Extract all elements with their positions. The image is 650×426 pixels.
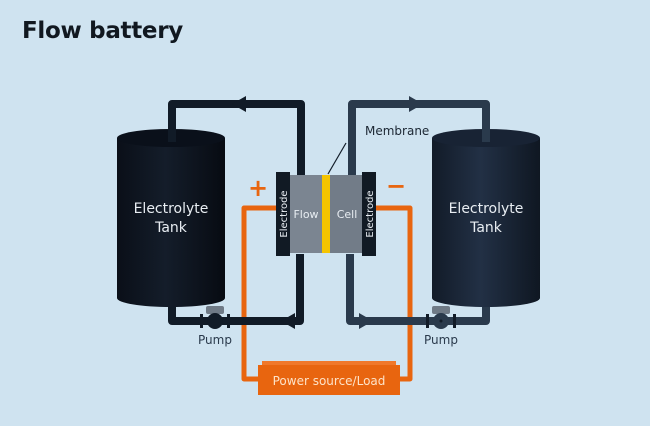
wire-negative (376, 205, 413, 382)
flow-arrow-left-bottom (281, 313, 295, 329)
tank-left-label-line2: Tank (154, 220, 188, 236)
membrane-pointer-line (327, 142, 347, 175)
membrane-label: Membrane (365, 124, 429, 138)
pipe-left-bottom (168, 254, 304, 325)
flow-arrow-right-top (409, 96, 423, 112)
flow-arrow-right-bottom (359, 313, 373, 329)
tank-right-label-line1: Electrolyte (449, 201, 524, 217)
wire-positive (241, 205, 276, 382)
pump-right-label: Pump (424, 333, 458, 347)
power-source-load: Power source/Load (258, 361, 400, 395)
electrode-right (362, 172, 376, 256)
power-source-label: Power source/Load (273, 374, 386, 388)
pump-left-label: Pump (198, 333, 232, 347)
pump-right: Pump (424, 306, 458, 347)
membrane (322, 175, 330, 253)
electrolyte-tank-left: Electrolyte Tank (117, 128, 225, 307)
negative-terminal-sign: − (386, 172, 406, 200)
tank-right-label-line2: Tank (469, 220, 503, 236)
pump-left: Pump (198, 306, 232, 347)
positive-terminal-sign: + (248, 174, 268, 202)
electrode-left (276, 172, 290, 256)
diagram-title: Flow battery (22, 18, 183, 44)
pipe-right-bottom (346, 254, 490, 325)
electrode-left-label: Electrode (279, 190, 290, 237)
flow-label: Flow (293, 208, 318, 221)
electrode-right-label: Electrode (365, 190, 376, 237)
cell-body-right-half (330, 175, 363, 253)
electrolyte-tank-right: Electrolyte Tank (432, 128, 540, 307)
circuit-wire (241, 205, 413, 382)
tank-left-label-line1: Electrolyte (134, 201, 209, 217)
cell-label: Cell (337, 208, 358, 221)
flow-arrow-left-top (232, 96, 246, 112)
flow-cell: Electrode Electrode Flow Cell (276, 172, 376, 256)
